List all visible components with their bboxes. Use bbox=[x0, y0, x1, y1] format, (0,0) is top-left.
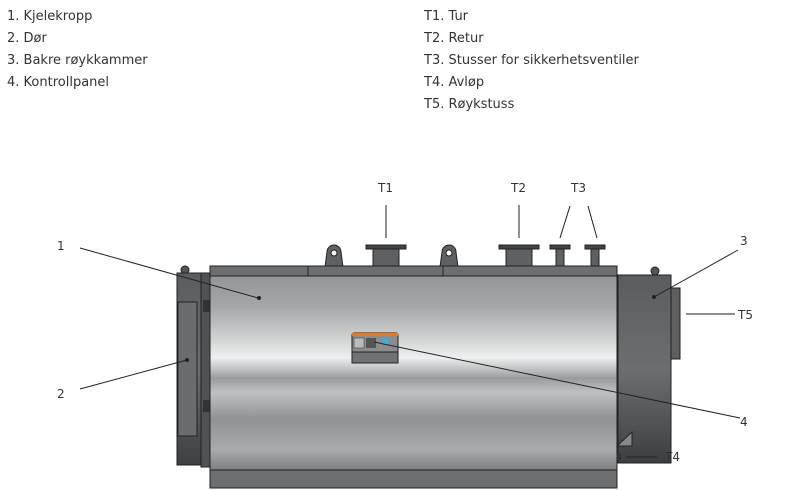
parts-legend: 1. Kjelekropp 2. Dør 3. Bakre røykkammer… bbox=[7, 6, 148, 94]
boiler-body bbox=[209, 265, 633, 489]
legend-item: 4. Kontrollpanel bbox=[7, 75, 110, 90]
callout-1: 1 bbox=[57, 239, 65, 253]
callout-t5: T5 bbox=[737, 308, 753, 322]
callout-t1: T1 bbox=[377, 181, 393, 195]
legend-item: 1. Kjelekropp bbox=[7, 9, 93, 24]
callout-t2: T2 bbox=[510, 181, 526, 195]
nozzle-t2 bbox=[498, 244, 540, 268]
callout-t3: T3 bbox=[570, 181, 586, 195]
legend-item: T4. Avløp bbox=[424, 75, 485, 90]
legend-item: T2. Retur bbox=[424, 31, 484, 46]
callout-4: 4 bbox=[740, 415, 748, 429]
leader-dots bbox=[185, 295, 656, 362]
control-panel bbox=[351, 332, 399, 364]
legend-item: 2. Dør bbox=[7, 31, 47, 46]
leader-lines bbox=[79, 205, 741, 458]
nozzle-t3 bbox=[549, 244, 606, 268]
callout-2: 2 bbox=[57, 387, 65, 401]
legend-item: 3. Bakre røykkammer bbox=[7, 53, 148, 68]
connections-legend: T1. Tur T2. Retur T3. Stusser for sikker… bbox=[424, 6, 639, 116]
callout-3: 3 bbox=[740, 234, 748, 248]
legend-item: T1. Tur bbox=[424, 9, 469, 24]
legend-item: T5. Røykstuss bbox=[424, 97, 515, 112]
legend-item: T3. Stusser for sikkerhetsventiler bbox=[424, 53, 639, 68]
nozzle-t1 bbox=[365, 244, 407, 268]
rear-smoke-chamber bbox=[617, 266, 681, 464]
callout-t4: T4 bbox=[664, 450, 680, 464]
lifting-lugs bbox=[324, 244, 459, 268]
